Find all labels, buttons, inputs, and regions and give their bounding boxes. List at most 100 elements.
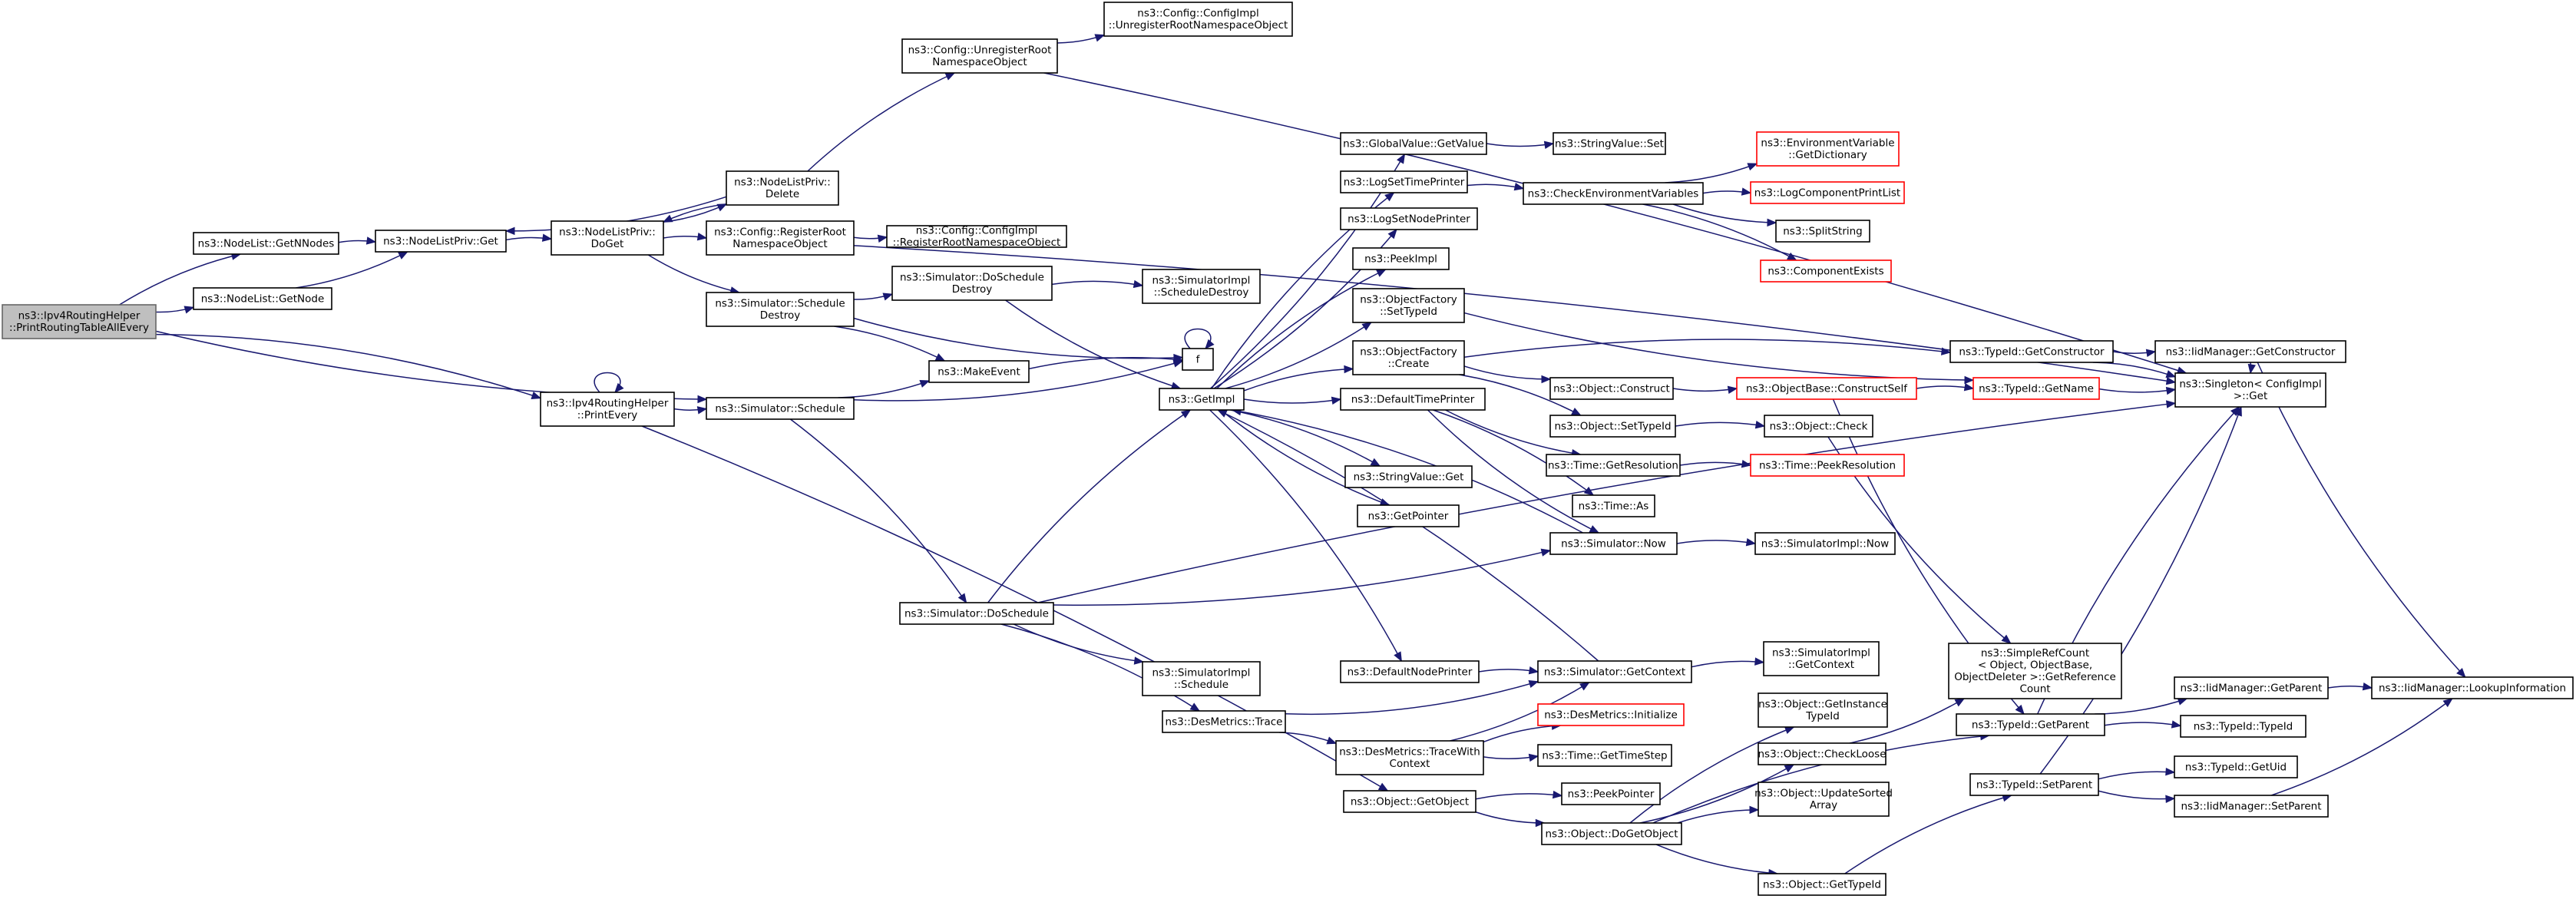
node-simimplschedule[interactable]: ns3::SimulatorImpl::Schedule <box>1142 661 1261 696</box>
node-stringvalueset[interactable]: ns3::StringValue::Set <box>1553 132 1666 155</box>
node-label-nlpdoget: DoGet <box>591 238 624 250</box>
node-box-stringvalueget <box>1344 465 1473 488</box>
node-peekimpl[interactable]: ns3::PeekImpl <box>1352 247 1450 270</box>
node-box-singletonget <box>2174 372 2326 408</box>
node-checkenv[interactable]: ns3::CheckEnvironmentVariables <box>1523 182 1704 205</box>
node-getnnodes[interactable]: ns3::NodeList::GetNNodes <box>193 232 339 255</box>
node-objdogetobject[interactable]: ns3::Object::DoGetObject <box>1541 822 1682 845</box>
node-box-objdogetobject <box>1541 822 1682 845</box>
node-simschdestroy[interactable]: ns3::Simulator::ScheduleDestroy <box>706 292 855 327</box>
edge-iidmgrgetparent-to-iidmgrlookup-arrowhead <box>2362 683 2373 691</box>
node-timegettimestep[interactable]: ns3::Time::GetTimeStep <box>1537 744 1672 767</box>
node-simnow[interactable]: ns3::Simulator::Now <box>1549 532 1678 555</box>
node-box-desmtracewith <box>1335 740 1484 775</box>
node-getpointer[interactable]: ns3::GetPointer <box>1357 504 1460 527</box>
node-cfgimplunreg[interactable]: ns3::Config::ConfigImpl::UnregisterRootN… <box>1103 2 1293 37</box>
node-nlpdelete[interactable]: ns3::NodeListPriv::Delete <box>726 170 839 206</box>
node-typeidgetname[interactable]: ns3::TypeId::GetName <box>1973 377 2100 400</box>
edge-simschedule-to-simdoschedule-arrowhead <box>957 593 967 604</box>
node-typeidgetuid[interactable]: ns3::TypeId::GetUid <box>2174 755 2298 778</box>
node-box-objcheckloose <box>1758 742 1887 765</box>
node-desminit[interactable]: ns3::DesMetrics::Initialize <box>1537 703 1685 726</box>
node-objfactcreate[interactable]: ns3::ObjectFactory::Create <box>1352 340 1465 375</box>
node-singletonget[interactable]: ns3::Singleton< ConfigImpl>::Get <box>2174 372 2326 408</box>
node-timeas[interactable]: ns3::Time::As <box>1572 494 1655 517</box>
node-iidmgrlookup[interactable]: ns3::IidManager::LookupInformation <box>2371 676 2574 699</box>
edge-typeidsetparent-to-singletonget-arrowhead <box>2234 405 2242 417</box>
edge-cfgreg-to-cfgimplreg-arrowhead <box>877 234 888 243</box>
node-simimplgetcontext[interactable]: ns3::SimulatorImpl::GetContext <box>1763 641 1880 676</box>
node-objcheckloose[interactable]: ns3::Object::CheckLoose <box>1758 742 1887 765</box>
node-typeidtypeid[interactable]: ns3::TypeId::TypeId <box>2180 715 2306 738</box>
edge-desmtrace-to-simgetcontext-arrowhead <box>1528 679 1539 689</box>
edge-nlpget-to-nlpdoget-arrowhead <box>541 233 553 242</box>
node-simdoschedule[interactable]: ns3::Simulator::DoSchedule <box>899 602 1054 625</box>
node-label-printevery: ::PrintEvery <box>577 409 638 421</box>
node-objcheck[interactable]: ns3::Object::Check <box>1764 415 1873 438</box>
node-box-objgetinstance <box>1758 692 1888 728</box>
node-box-simimplnow <box>1754 532 1896 555</box>
node-printevery[interactable]: ns3::Ipv4RoutingHelper::PrintEvery <box>540 392 675 427</box>
edge-objgetobject-to-objdogetobject-arrowhead <box>1535 818 1546 828</box>
node-getnode[interactable]: ns3::NodeList::GetNode <box>193 287 332 310</box>
node-stringvalueget[interactable]: ns3::StringValue::Get <box>1344 465 1473 488</box>
node-simimplschdestroy[interactable]: ns3::SimulatorImpl::ScheduleDestroy <box>1142 269 1261 304</box>
node-root[interactable]: ns3::Ipv4RoutingHelper::PrintRoutingTabl… <box>2 304 157 339</box>
edge-globalgetvalue-to-stringvalueset <box>1486 143 1554 147</box>
node-simplerefcount[interactable]: ns3::SimpleRefCount< Object, ObjectBase,… <box>1948 643 2122 699</box>
node-timepeekres[interactable]: ns3::Time::PeekResolution <box>1750 454 1905 477</box>
node-defaulttimeprinter[interactable]: ns3::DefaultTimePrinter <box>1340 388 1486 411</box>
node-timegetres[interactable]: ns3::Time::GetResolution <box>1546 454 1681 477</box>
edge-getimpl-to-objfactcreate-arrowhead <box>1344 365 1354 374</box>
node-objsettypeid[interactable]: ns3::Object::SetTypeId <box>1549 415 1676 438</box>
node-objgettypeid[interactable]: ns3::Object::GetTypeId <box>1758 873 1887 896</box>
node-nlpget[interactable]: ns3::NodeListPriv::Get <box>375 230 507 253</box>
edge-typeidsetparent-to-iidmgrsetparent-arrowhead <box>2165 795 2176 804</box>
node-simimplnow[interactable]: ns3::SimulatorImpl::Now <box>1754 532 1896 555</box>
node-iidmgrgetparent[interactable]: ns3::IidManager::GetParent <box>2174 676 2329 699</box>
node-envvardict[interactable]: ns3::EnvironmentVariable::GetDictionary <box>1756 131 1900 167</box>
node-simschedule[interactable]: ns3::Simulator::Schedule <box>706 397 855 420</box>
node-cfgimplreg[interactable]: ns3::Config::ConfigImpl::RegisterRootNam… <box>886 225 1067 250</box>
node-cfgreg[interactable]: ns3::Config::RegisterRootNamespaceObject <box>706 220 855 256</box>
node-label-simnow: ns3::Simulator::Now <box>1561 537 1666 550</box>
edge-nlpdoget-to-nlpdelete <box>663 203 727 223</box>
node-iidmgrsetparent[interactable]: ns3::IidManager::SetParent <box>2174 795 2329 818</box>
node-splitstring[interactable]: ns3::SplitString <box>1775 220 1870 243</box>
node-objfactsettypeid[interactable]: ns3::ObjectFactory::SetTypeId <box>1352 288 1465 323</box>
node-objbaseconstruct[interactable]: ns3::ObjectBase::ConstructSelf <box>1736 377 1917 400</box>
node-logsetnodeprinter[interactable]: ns3::LogSetNodePrinter <box>1340 207 1478 230</box>
node-cfgunreg[interactable]: ns3::Config::UnregisterRootNamespaceObje… <box>901 38 1058 74</box>
node-objconstruct[interactable]: ns3::Object::Construct <box>1549 377 1674 400</box>
node-f[interactable]: f <box>1182 348 1214 371</box>
node-defaultnodeprinter[interactable]: ns3::DefaultNodePrinter <box>1340 660 1480 683</box>
edge-getimpl-to-peekimpl-arrowhead <box>1376 269 1387 277</box>
node-compexists[interactable]: ns3::ComponentExists <box>1760 259 1892 283</box>
node-box-simdoschdestroy <box>891 266 1053 301</box>
edge-simschedule-to-f <box>853 360 1183 402</box>
node-globalgetvalue[interactable]: ns3::GlobalValue::GetValue <box>1340 132 1487 155</box>
node-objgetobject[interactable]: ns3::Object::GetObject <box>1343 790 1476 813</box>
node-iidmgrgetconstructor[interactable]: ns3::IidManager::GetConstructor <box>2154 340 2346 363</box>
node-nlpdoget[interactable]: ns3::NodeListPriv::DoGet <box>551 220 664 256</box>
node-makeevent[interactable]: ns3::MakeEvent <box>928 360 1030 383</box>
node-desmtrace[interactable]: ns3::DesMetrics::Trace <box>1162 710 1286 733</box>
node-label-objsettypeid: ns3::Object::SetTypeId <box>1554 420 1671 432</box>
node-label-simimplschedule: ::Schedule <box>1174 679 1228 691</box>
node-logcomplist[interactable]: ns3::LogComponentPrintList <box>1750 181 1905 204</box>
node-typeidgetconstructor[interactable]: ns3::TypeId::GetConstructor <box>1949 340 2114 363</box>
edge-checkenv-to-splitstring-arrowhead <box>1767 218 1777 227</box>
edge-simnow-to-simimplnow <box>1676 540 1756 544</box>
node-typeidgetparent[interactable]: ns3::TypeId::GetParent <box>1956 713 2105 736</box>
node-getimpl[interactable]: ns3::GetImpl <box>1159 388 1245 411</box>
node-peekpointer[interactable]: ns3::PeekPointer <box>1561 782 1661 805</box>
node-logsettimeprinter[interactable]: ns3::LogSetTimePrinter <box>1340 170 1468 193</box>
edge-checkenv-to-envvardict-arrowhead <box>1747 163 1758 171</box>
node-label-objdogetobject: ns3::Object::DoGetObject <box>1545 828 1678 840</box>
node-simgetcontext[interactable]: ns3::Simulator::GetContext <box>1537 660 1692 683</box>
node-typeidsetparent[interactable]: ns3::TypeId::SetParent <box>1969 773 2099 796</box>
